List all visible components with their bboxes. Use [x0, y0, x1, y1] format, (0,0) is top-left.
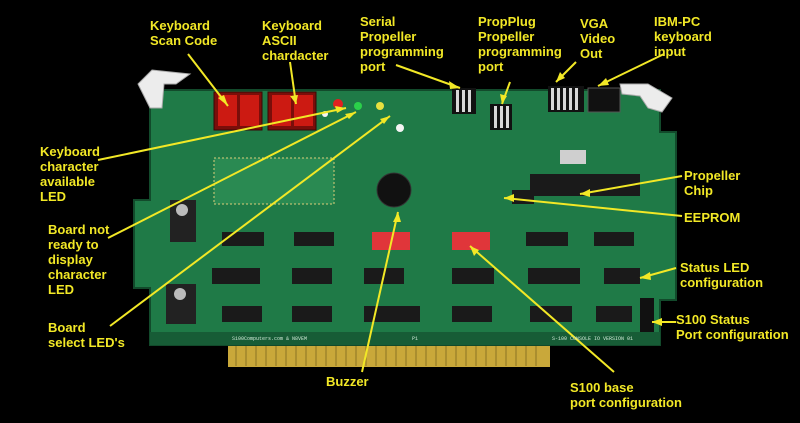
annotation-arrowheads — [218, 72, 662, 326]
label-s100-base: S100 base port configuration — [570, 380, 682, 410]
status-port-header — [640, 298, 654, 332]
propeller-chip — [530, 174, 640, 196]
logic-chips — [212, 232, 640, 322]
label-keyboard-ascii: Keyboard ASCII chardacter — [262, 18, 329, 63]
silkscreen-mid: P1 — [412, 336, 418, 342]
silkscreen-left: S100Computers.com & N8VEM — [232, 336, 307, 342]
label-board-not-ready: Board not ready to display character LED — [48, 222, 110, 297]
prototype-area — [213, 157, 335, 205]
dip-switch-2 — [452, 232, 490, 250]
keyboard-connector — [587, 87, 621, 113]
annotation-lines — [97, 53, 683, 373]
label-buzzer: Buzzer — [326, 374, 369, 389]
led-yellow — [376, 102, 384, 110]
left-ejector — [137, 69, 192, 109]
buzzer-body — [376, 172, 412, 208]
led-white — [396, 124, 404, 132]
eeprom-chip — [512, 190, 534, 204]
label-ibm-pc: IBM-PC keyboard input — [654, 14, 712, 59]
label-s100-status: S100 Status Port configuration — [676, 312, 789, 342]
label-vga: VGA Video Out — [580, 16, 616, 61]
crystal — [560, 150, 586, 164]
propplug-header — [490, 104, 512, 130]
label-status-led-config: Status LED configuration — [680, 260, 764, 290]
right-ejector — [619, 83, 673, 113]
label-serial-propeller: Serial Propeller programming port — [360, 14, 444, 74]
led-green — [354, 102, 362, 110]
edge-connector-fingers — [235, 345, 537, 366]
label-propeller-chip: Propeller Chip — [684, 168, 741, 198]
label-keyboard-char-led: Keyboard character available LED — [40, 144, 100, 204]
label-board-select: Board select LED's — [48, 320, 125, 350]
silkscreen-right: S-100 CONSOLE IO VERSION 01 — [552, 336, 633, 342]
vga-header — [548, 86, 584, 112]
label-keyboard-scan-code: Keyboard Scan Code — [150, 18, 218, 48]
pcb-shadow-band — [150, 332, 660, 345]
label-propplug: PropPlug Propeller programming port — [478, 14, 562, 74]
serial-header — [452, 88, 476, 114]
label-eeprom: EEPROM — [684, 210, 741, 225]
